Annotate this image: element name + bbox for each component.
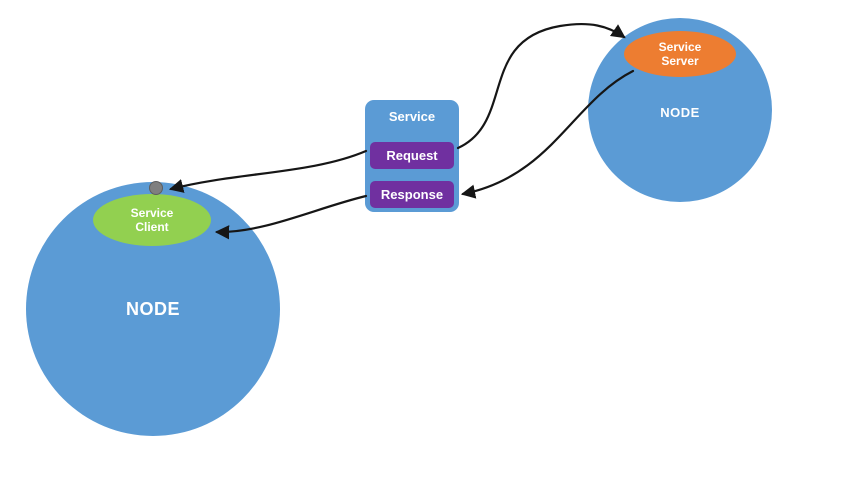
service-client-ellipse: Service Client [93, 194, 211, 246]
service-server-ellipse: Service Server [624, 31, 736, 77]
left-node-label: NODE [125, 298, 180, 319]
request-box: Request [370, 142, 454, 169]
response-box: Response [370, 181, 454, 208]
service-server-label-line1: Service [658, 39, 702, 54]
service-box-title: Service [388, 109, 436, 124]
service-client-label-line1: Service [130, 205, 174, 220]
client-anchor-dot [149, 181, 163, 195]
service-box: Service Request Response [365, 100, 459, 212]
arrow-request-to-client-dot [168, 149, 368, 193]
right-node-label: NODE [660, 104, 700, 120]
service-server-label-line2: Server [661, 54, 699, 68]
service-client-label-line2: Client [135, 220, 169, 234]
